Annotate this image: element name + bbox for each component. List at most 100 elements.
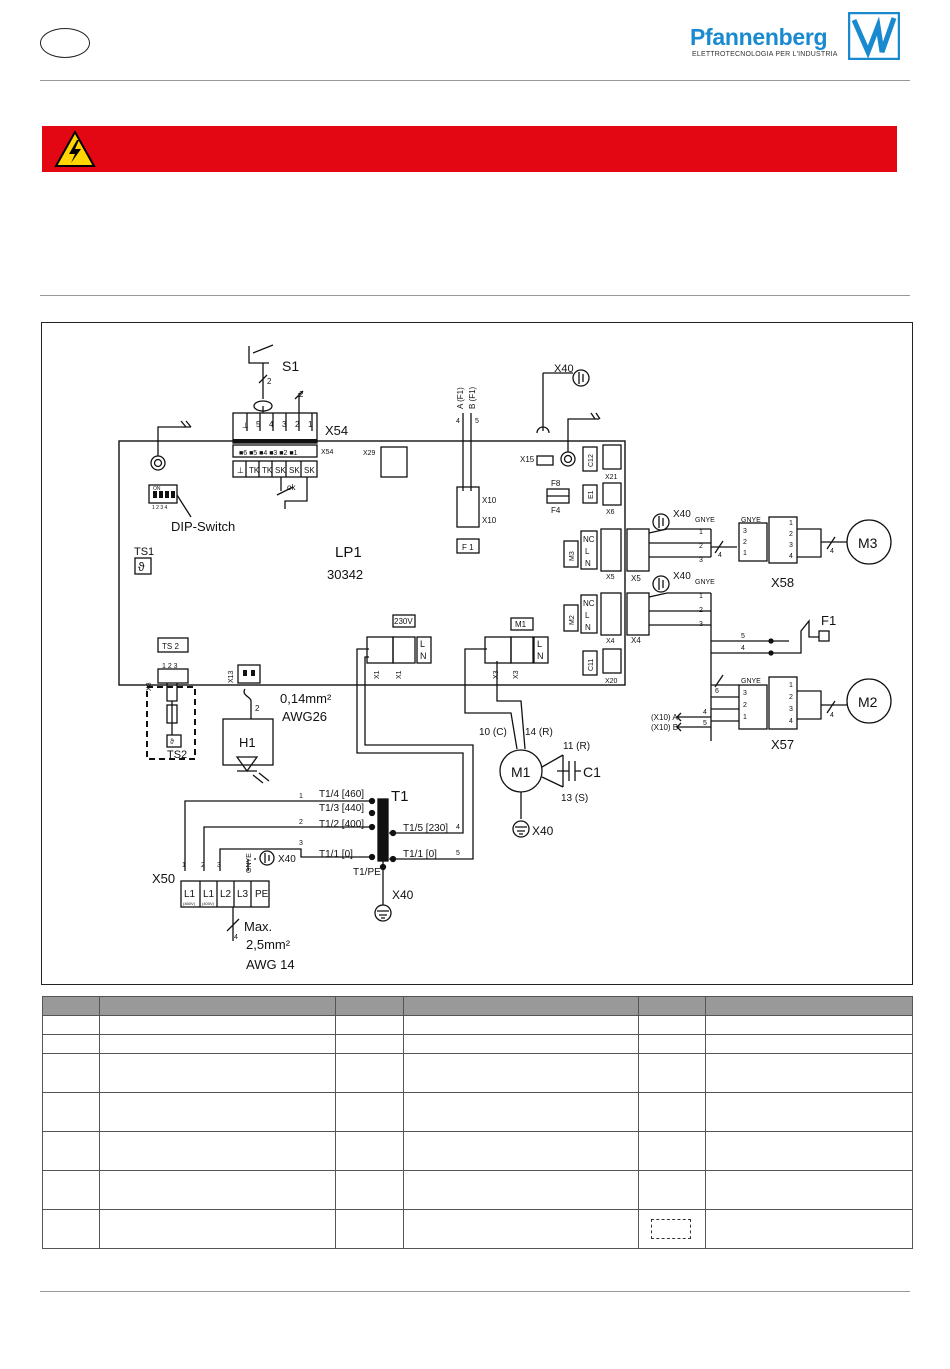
svg-text:2: 2 [299, 390, 304, 399]
svg-text:2: 2 [789, 531, 793, 538]
sensor-ts2-label: TS2 [167, 749, 187, 761]
ground-x40-label-t1: X40 [392, 888, 414, 902]
nc-label-x5: NC [583, 535, 595, 544]
capacitor-c11-label: C11 [588, 659, 595, 671]
sensor-ts1 [134, 557, 152, 575]
gnye-label-x50: GNYE [246, 853, 253, 873]
max-label: Max. [244, 919, 272, 934]
t1-tap-1-left: T1/1 [0] [319, 849, 353, 860]
connector-x5-label: X5 [606, 574, 615, 581]
m1-14r-label: 14 (R) [525, 727, 553, 738]
connector-x5-out-label: X5 [631, 574, 641, 583]
dip-switch [148, 484, 178, 504]
board-ground-screw [150, 455, 166, 471]
fuse-f1-box [456, 538, 480, 554]
connector-m1 [510, 617, 534, 631]
motor-m2-box-label: M2 [569, 615, 576, 625]
fuse-f1-box-label: F 1 [462, 543, 474, 552]
motor-m2-label: M2 [858, 694, 878, 710]
max-awg-label: AWG 14 [246, 957, 295, 972]
legend-table [42, 996, 913, 1249]
connector-x15-label: X15 [520, 455, 535, 464]
svg-text:1 2 3: 1 2 3 [162, 663, 178, 670]
svg-text:2: 2 [743, 539, 747, 546]
x50-term-l2: L2 [220, 889, 232, 900]
sensor-ts2-box-label: TS 2 [162, 642, 179, 651]
svg-text:3: 3 [789, 706, 793, 713]
high-voltage-warning-icon [54, 130, 96, 167]
footer-rule [40, 1291, 910, 1292]
connector-x58 [738, 522, 768, 562]
connector-x3-label-b: X3 [513, 670, 520, 679]
svg-text:4: 4 [456, 824, 460, 831]
capacitor-c1-label: C1 [583, 764, 601, 780]
brand-logo: Pfannenberg ELETTROTECNOLOGIA PER L'INDU… [690, 10, 910, 62]
ground-x40-label-m3: X40 [673, 509, 691, 520]
gnye-label-m2-a: GNYE [695, 579, 715, 586]
svg-text:3: 3 [217, 862, 221, 869]
t1-tap-3: T1/3 [440] [319, 803, 364, 814]
dip-on-label: ON [153, 486, 161, 492]
svg-text:4: 4 [703, 709, 707, 716]
connector-x54-small-label: X54 [321, 449, 334, 456]
motor-m3-box [563, 540, 579, 568]
svg-text:1: 1 [789, 520, 793, 527]
svg-text:1: 1 [699, 529, 703, 536]
connector-x5 [600, 528, 622, 572]
capacitor-c11 [582, 650, 598, 676]
switch-s1-label: S1 [282, 358, 299, 374]
wire-size-label: 0,14mm² [280, 691, 332, 706]
transformer-t1 [377, 798, 389, 862]
dashed-option-symbol [651, 1219, 692, 1239]
ground-x40-label-top: X40 [554, 363, 574, 375]
sensor-ts1-label: TS1 [134, 546, 154, 558]
language-badge [40, 28, 90, 58]
svg-text:1: 1 [743, 550, 747, 557]
element-e1-label: E1 [588, 490, 595, 499]
fuse-f4-label: F4 [551, 506, 561, 515]
svg-text:1: 1 [308, 420, 313, 429]
legend-row [42, 1053, 913, 1093]
tk-label-2: TK [262, 466, 273, 475]
legend-row [42, 1015, 913, 1035]
connector-x29 [380, 446, 408, 478]
x50-sub-460: (460V) [183, 901, 196, 906]
svg-text:4: 4 [789, 718, 793, 725]
t1-pe-label: T1/PE [353, 867, 381, 878]
svg-text:5: 5 [703, 720, 707, 727]
svg-text:3: 3 [743, 690, 747, 697]
wire-awg-label: AWG26 [282, 709, 327, 724]
sensor-ts2-probe [166, 734, 182, 748]
sk-label-3: SK [304, 466, 315, 475]
ok-label: ok [287, 483, 296, 492]
brand-tagline: ELETTROTECNOLOGIA PER L'INDUSTRIA [692, 51, 838, 58]
connector-x29-label: X29 [363, 450, 376, 457]
svg-text:4: 4 [718, 552, 722, 559]
motor-m3-label: M3 [858, 535, 878, 551]
svg-text:4: 4 [456, 418, 460, 425]
board-lp1-label: LP1 [335, 544, 362, 561]
connector-x6 [602, 482, 622, 506]
wiring-diagram: LP1 30342 S1 2 2 ⊥ 5 4 3 2 1 X54 X54 ■6 … [41, 322, 913, 985]
sk-label-2: SK [289, 466, 300, 475]
connector-230v [392, 614, 416, 628]
svg-text:2: 2 [299, 819, 303, 826]
l-label-x5: L [585, 547, 590, 556]
l-label-x3: L [537, 639, 542, 649]
svg-text:4: 4 [830, 548, 834, 555]
svg-text:3: 3 [282, 420, 287, 429]
connector-x57-label: X57 [771, 737, 794, 752]
wiring-diagram-svg: LP1 30342 S1 2 2 ⊥ 5 4 3 2 1 X54 X54 ■6 … [118, 344, 892, 972]
n-label-x3: N [537, 651, 544, 661]
connector-x4 [600, 592, 622, 636]
terminal-block-x50 [180, 880, 270, 908]
switch-s1 [248, 344, 274, 399]
svg-text:5: 5 [475, 418, 479, 425]
svg-text:3: 3 [299, 840, 303, 847]
n-label-x1: N [420, 651, 427, 661]
dip-switch-label: DIP-Switch [171, 519, 235, 534]
element-e1 [582, 484, 598, 504]
svg-text:■6 ■5 ■4 ■3 ■2 ■1: ■6 ■5 ■4 ■3 ■2 ■1 [239, 450, 298, 457]
x50-sub-400: (400V) [202, 901, 215, 906]
connector-m1-label: M1 [515, 620, 527, 629]
